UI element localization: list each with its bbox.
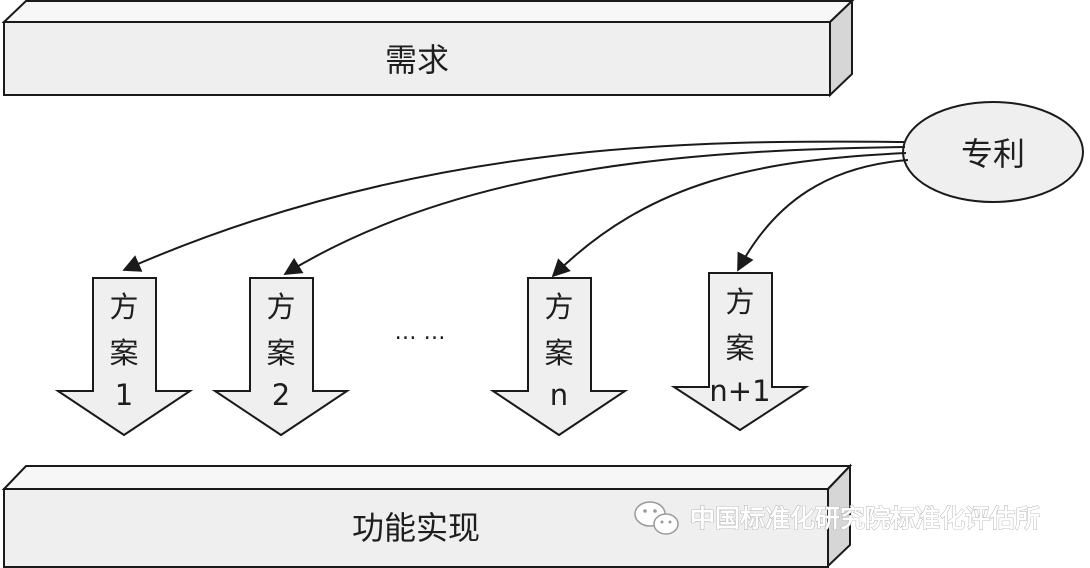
patent-node: 专利: [902, 101, 1084, 203]
arrow-to-scheme-1: [122, 140, 905, 272]
function-label: 功能实现: [352, 509, 480, 547]
scheme-n-line3: n: [550, 378, 568, 412]
scheme-n1-line2: 案: [725, 331, 754, 365]
watermark: 中国标准化研究院标准化评估所: [634, 501, 1040, 535]
scheme-1-line1: 方: [109, 290, 138, 324]
arrow-to-scheme-n1: [737, 159, 909, 272]
arrow-to-scheme-2: [283, 146, 906, 275]
scheme-n1-line3: n+1: [709, 374, 770, 408]
requirement-label: 需求: [385, 41, 449, 79]
scheme-1-line2: 案: [109, 336, 138, 370]
scheme-2-line2: 案: [266, 336, 295, 370]
scheme-arrow-1: 方 案 1: [54, 277, 194, 437]
ellipsis-text: … …: [395, 320, 446, 345]
scheme-n-line1: 方: [544, 290, 573, 324]
requirement-bar: 需求: [1, 0, 855, 98]
patent-arrows: [122, 140, 909, 278]
scheme-1-line3: 1: [115, 378, 133, 412]
scheme-arrow-2: 方 案 2: [211, 277, 351, 437]
scheme-2-line1: 方: [266, 290, 295, 324]
scheme-n1-line1: 方: [725, 285, 754, 319]
arrow-to-scheme-n: [551, 152, 907, 278]
patent-label: 专利: [961, 135, 1025, 173]
scheme-arrow-n: 方 案 n: [489, 277, 629, 437]
wechat-icon: [634, 501, 679, 535]
scheme-n-line2: 案: [544, 336, 573, 370]
scheme-2-line3: 2: [272, 378, 290, 412]
scheme-arrow-n1: 方 案 n+1: [670, 272, 810, 432]
function-bar: 功能实现: [1, 463, 853, 568]
watermark-text: 中国标准化研究院标准化评估所: [690, 504, 1040, 533]
